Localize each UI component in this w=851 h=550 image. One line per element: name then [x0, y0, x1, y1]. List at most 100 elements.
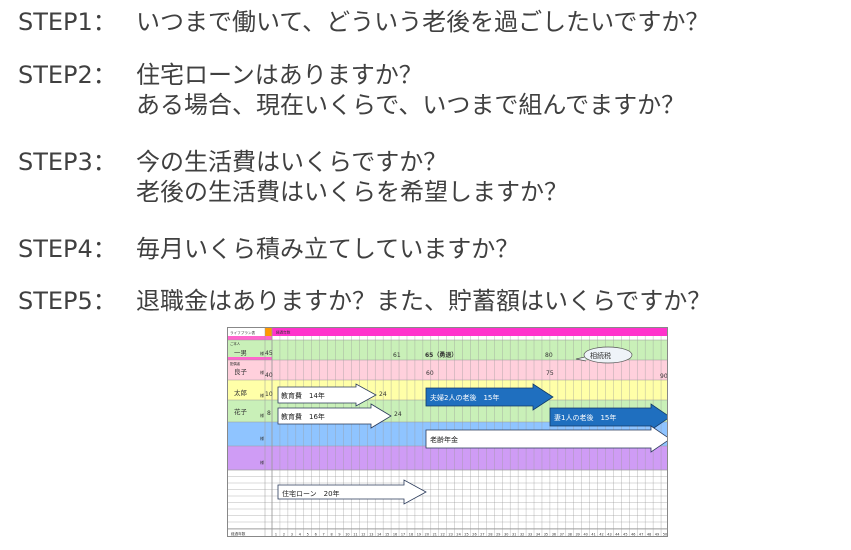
member-group-0: ご本人: [230, 341, 241, 346]
step-3-label: STEP3：: [18, 148, 117, 176]
elapsed-year-37: 37: [560, 533, 564, 537]
elapsed-year-28: 28: [488, 533, 492, 537]
arrow-wife-retirement: 妻1人の老後 15年: [549, 403, 667, 431]
elapsed-year-48: 48: [647, 533, 651, 537]
member-group-band: [228, 336, 272, 340]
arrow-pension: 老齢年金: [425, 425, 667, 453]
elapsed-year-7: 7: [323, 533, 325, 537]
callout-label: 相続税: [590, 351, 611, 360]
elapsed-year-24: 24: [456, 533, 460, 537]
inheritance-tax-callout: 相続税: [575, 346, 633, 364]
mark-wife-60: 60: [426, 370, 434, 377]
mark-husband-80: 80: [545, 352, 553, 359]
elapsed-year-22: 22: [441, 533, 445, 537]
step-2-label: STEP2：: [18, 61, 117, 89]
arrow-label-wife: 妻1人の老後 15年: [554, 413, 616, 422]
elapsed-year-25: 25: [464, 533, 468, 537]
header-left-label: ライフプラン表: [230, 330, 256, 335]
mark-husband-65: 65（勇退）: [425, 351, 457, 359]
member-suffix-0: 様: [260, 350, 264, 356]
member-row-label-bg-3: [228, 400, 272, 422]
header-elapsed-label: 経過年数: [276, 330, 291, 335]
elapsed-year-36: 36: [552, 533, 556, 537]
start-age-2: 10: [265, 391, 273, 398]
member-row-label-bg-1: [228, 360, 272, 380]
step-4-question: 毎月いくら積み立てしていますか？: [136, 235, 520, 263]
mark-husband-61: 61: [393, 352, 401, 359]
elapsed-year-47: 47: [639, 533, 643, 537]
elapsed-year-27: 27: [480, 533, 484, 537]
elapsed-year-11: 11: [353, 533, 357, 537]
elapsed-year-35: 35: [544, 533, 548, 537]
extra-row-bg-1: [272, 446, 667, 470]
elapsed-year-5: 5: [307, 533, 309, 537]
footer-left-label: 経過年数: [231, 531, 246, 536]
elapsed-year-14: 14: [377, 533, 381, 537]
member-suffix-3: 様: [260, 412, 264, 418]
elapsed-year-45: 45: [623, 533, 627, 537]
elapsed-year-1: 1: [275, 533, 277, 537]
arrow-label-couple: 夫婦2人の老後 15年: [430, 393, 499, 402]
member-row-bg-1: [272, 360, 667, 380]
step-1-label: STEP1：: [18, 8, 117, 36]
header-pink-band: [272, 328, 667, 336]
elapsed-year-18: 18: [409, 533, 413, 537]
step-3: STEP3：今の生活費はいくらですか？ 老後の生活費はいくらを希望しますか？: [18, 147, 568, 206]
mark-wife-75: 75: [546, 370, 554, 377]
elapsed-year-26: 26: [472, 533, 476, 537]
elapsed-year-41: 41: [591, 533, 595, 537]
arrow-label-pension: 老齢年金: [430, 435, 458, 444]
elapsed-year-32: 32: [520, 533, 524, 537]
elapsed-year-49: 49: [655, 533, 659, 537]
elapsed-year-38: 38: [568, 533, 572, 537]
elapsed-year-44: 44: [615, 533, 619, 537]
member-suffix-2: 様: [260, 392, 264, 398]
member-name-1: 良子: [234, 367, 248, 376]
elapsed-year-33: 33: [528, 533, 532, 537]
start-age-3: 8: [267, 410, 271, 417]
elapsed-year-8: 8: [330, 533, 332, 537]
step-1-question: いつまで働いて、どういう老後を過ごしたいですか？: [136, 8, 710, 36]
start-age-0: 45: [265, 350, 273, 357]
arrow-label-education-16: 教育費 16年: [281, 412, 325, 421]
elapsed-year-43: 43: [607, 533, 611, 537]
elapsed-year-13: 13: [369, 533, 373, 537]
elapsed-year-40: 40: [583, 533, 587, 537]
elapsed-year-17: 17: [401, 533, 405, 537]
mark-son-24: 24: [379, 391, 387, 398]
arrow-label-education-14: 教育費 14年: [281, 391, 325, 400]
member-name-0: 一男: [234, 349, 247, 357]
member-row-bg-0: [272, 340, 667, 360]
step-4-label: STEP4：: [18, 235, 117, 263]
elapsed-year-20: 20: [425, 533, 429, 537]
elapsed-year-50: 50: [663, 533, 667, 537]
arrow-mortgage: 住宅ローン 20年: [277, 479, 427, 505]
life-plan-table: ライフプラン表 経過年数 ご本人 一男 様 配偶者 良子 様 太郎 様 花子 様…: [227, 327, 668, 537]
elapsed-year-15: 15: [385, 533, 389, 537]
step-5-label: STEP5：: [18, 287, 117, 315]
step-4: STEP4： 毎月いくら積み立てしていますか？: [18, 234, 519, 264]
elapsed-year-23: 23: [448, 533, 452, 537]
mark-wife-90: 90: [660, 373, 668, 380]
step-2-question-cont: ある場合、現在いくらで、いつまで組んでますか？: [136, 91, 686, 119]
elapsed-year-3: 3: [291, 533, 293, 537]
step-5-question: 退職金はありますか？また、貯蓄額はいくらですか？: [136, 287, 712, 315]
member-group-1: 配偶者: [230, 361, 241, 366]
elapsed-year-12: 12: [361, 533, 365, 537]
life-plan-table-graphic: ライフプラン表 経過年数 ご本人 一男 様 配偶者 良子 様 太郎 様 花子 様…: [228, 328, 668, 537]
elapsed-year-29: 29: [496, 533, 500, 537]
member-name-2: 太郎: [234, 388, 248, 397]
header-marker: [265, 328, 272, 336]
step-5: STEP5： 退職金はありますか？また、貯蓄額はいくらですか？: [18, 286, 711, 316]
elapsed-year-6: 6: [315, 533, 317, 537]
step-3-question: 今の生活費はいくらですか？: [136, 148, 448, 176]
elapsed-year-21: 21: [433, 533, 437, 537]
mark-daughter-24: 24: [394, 411, 402, 418]
extra-row-label-bg-0: [228, 422, 272, 446]
elapsed-year-30: 30: [504, 533, 508, 537]
member-row-label-bg-0: [228, 340, 272, 360]
start-age-1: 40: [265, 372, 273, 379]
elapsed-year-9: 9: [338, 533, 340, 537]
member-suffix-1: 様: [260, 369, 264, 375]
